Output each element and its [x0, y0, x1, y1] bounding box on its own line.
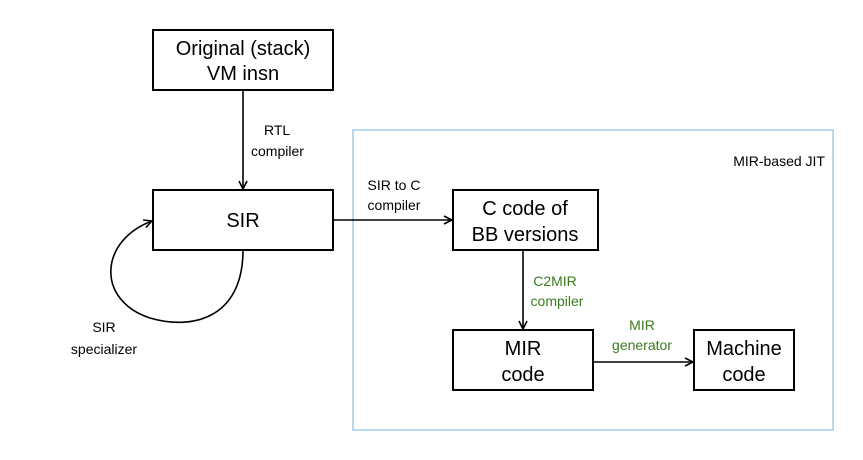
mir-code-node: MIR code [452, 329, 594, 391]
c-code-label-line2: BB versions [472, 224, 579, 246]
c2mir-label-line2: compiler [531, 293, 584, 309]
sir-specializer-label-line1: SIR [92, 319, 115, 335]
original-vm-insn-node: Original (stack) VM insn [152, 29, 334, 91]
machine-code-node: Machine code [693, 329, 795, 391]
sir-label: SIR [226, 210, 259, 232]
rtl-compiler-label-line1: RTL [264, 122, 290, 138]
c2mir-label-line1: C2MIR [533, 273, 577, 289]
c-code-node: C code of BB versions [452, 189, 599, 251]
mir-generator-label-line1: MIR [629, 317, 655, 333]
sir-to-c-label-line1: SIR to C [368, 177, 421, 193]
original-vm-insn-label-line1: Original (stack) [176, 38, 310, 60]
machine-code-label-line1: Machine [706, 338, 782, 360]
mir-code-box [452, 329, 594, 391]
c-code-box [452, 189, 599, 251]
mir-code-label-line1: MIR [505, 338, 542, 360]
mir-generator-label-line2: generator [612, 337, 672, 353]
sir-specializer-loop-arrow [110, 221, 244, 324]
original-vm-insn-label-line2: VM insn [207, 63, 279, 85]
c-code-label-line1: C code of [482, 198, 568, 220]
sir-to-c-label-line2: compiler [368, 197, 421, 213]
rtl-compiler-label-line2: compiler [251, 143, 304, 159]
sir-specializer-label-line2: specializer [71, 341, 137, 357]
machine-code-box [693, 329, 795, 391]
jit-region-frame [352, 129, 834, 431]
sir-box [152, 189, 334, 251]
sir-node: SIR [152, 189, 334, 251]
machine-code-label-line2: code [722, 364, 765, 386]
mir-code-label-line2: code [501, 364, 544, 386]
jit-region-label: MIR-based JIT [733, 153, 825, 169]
